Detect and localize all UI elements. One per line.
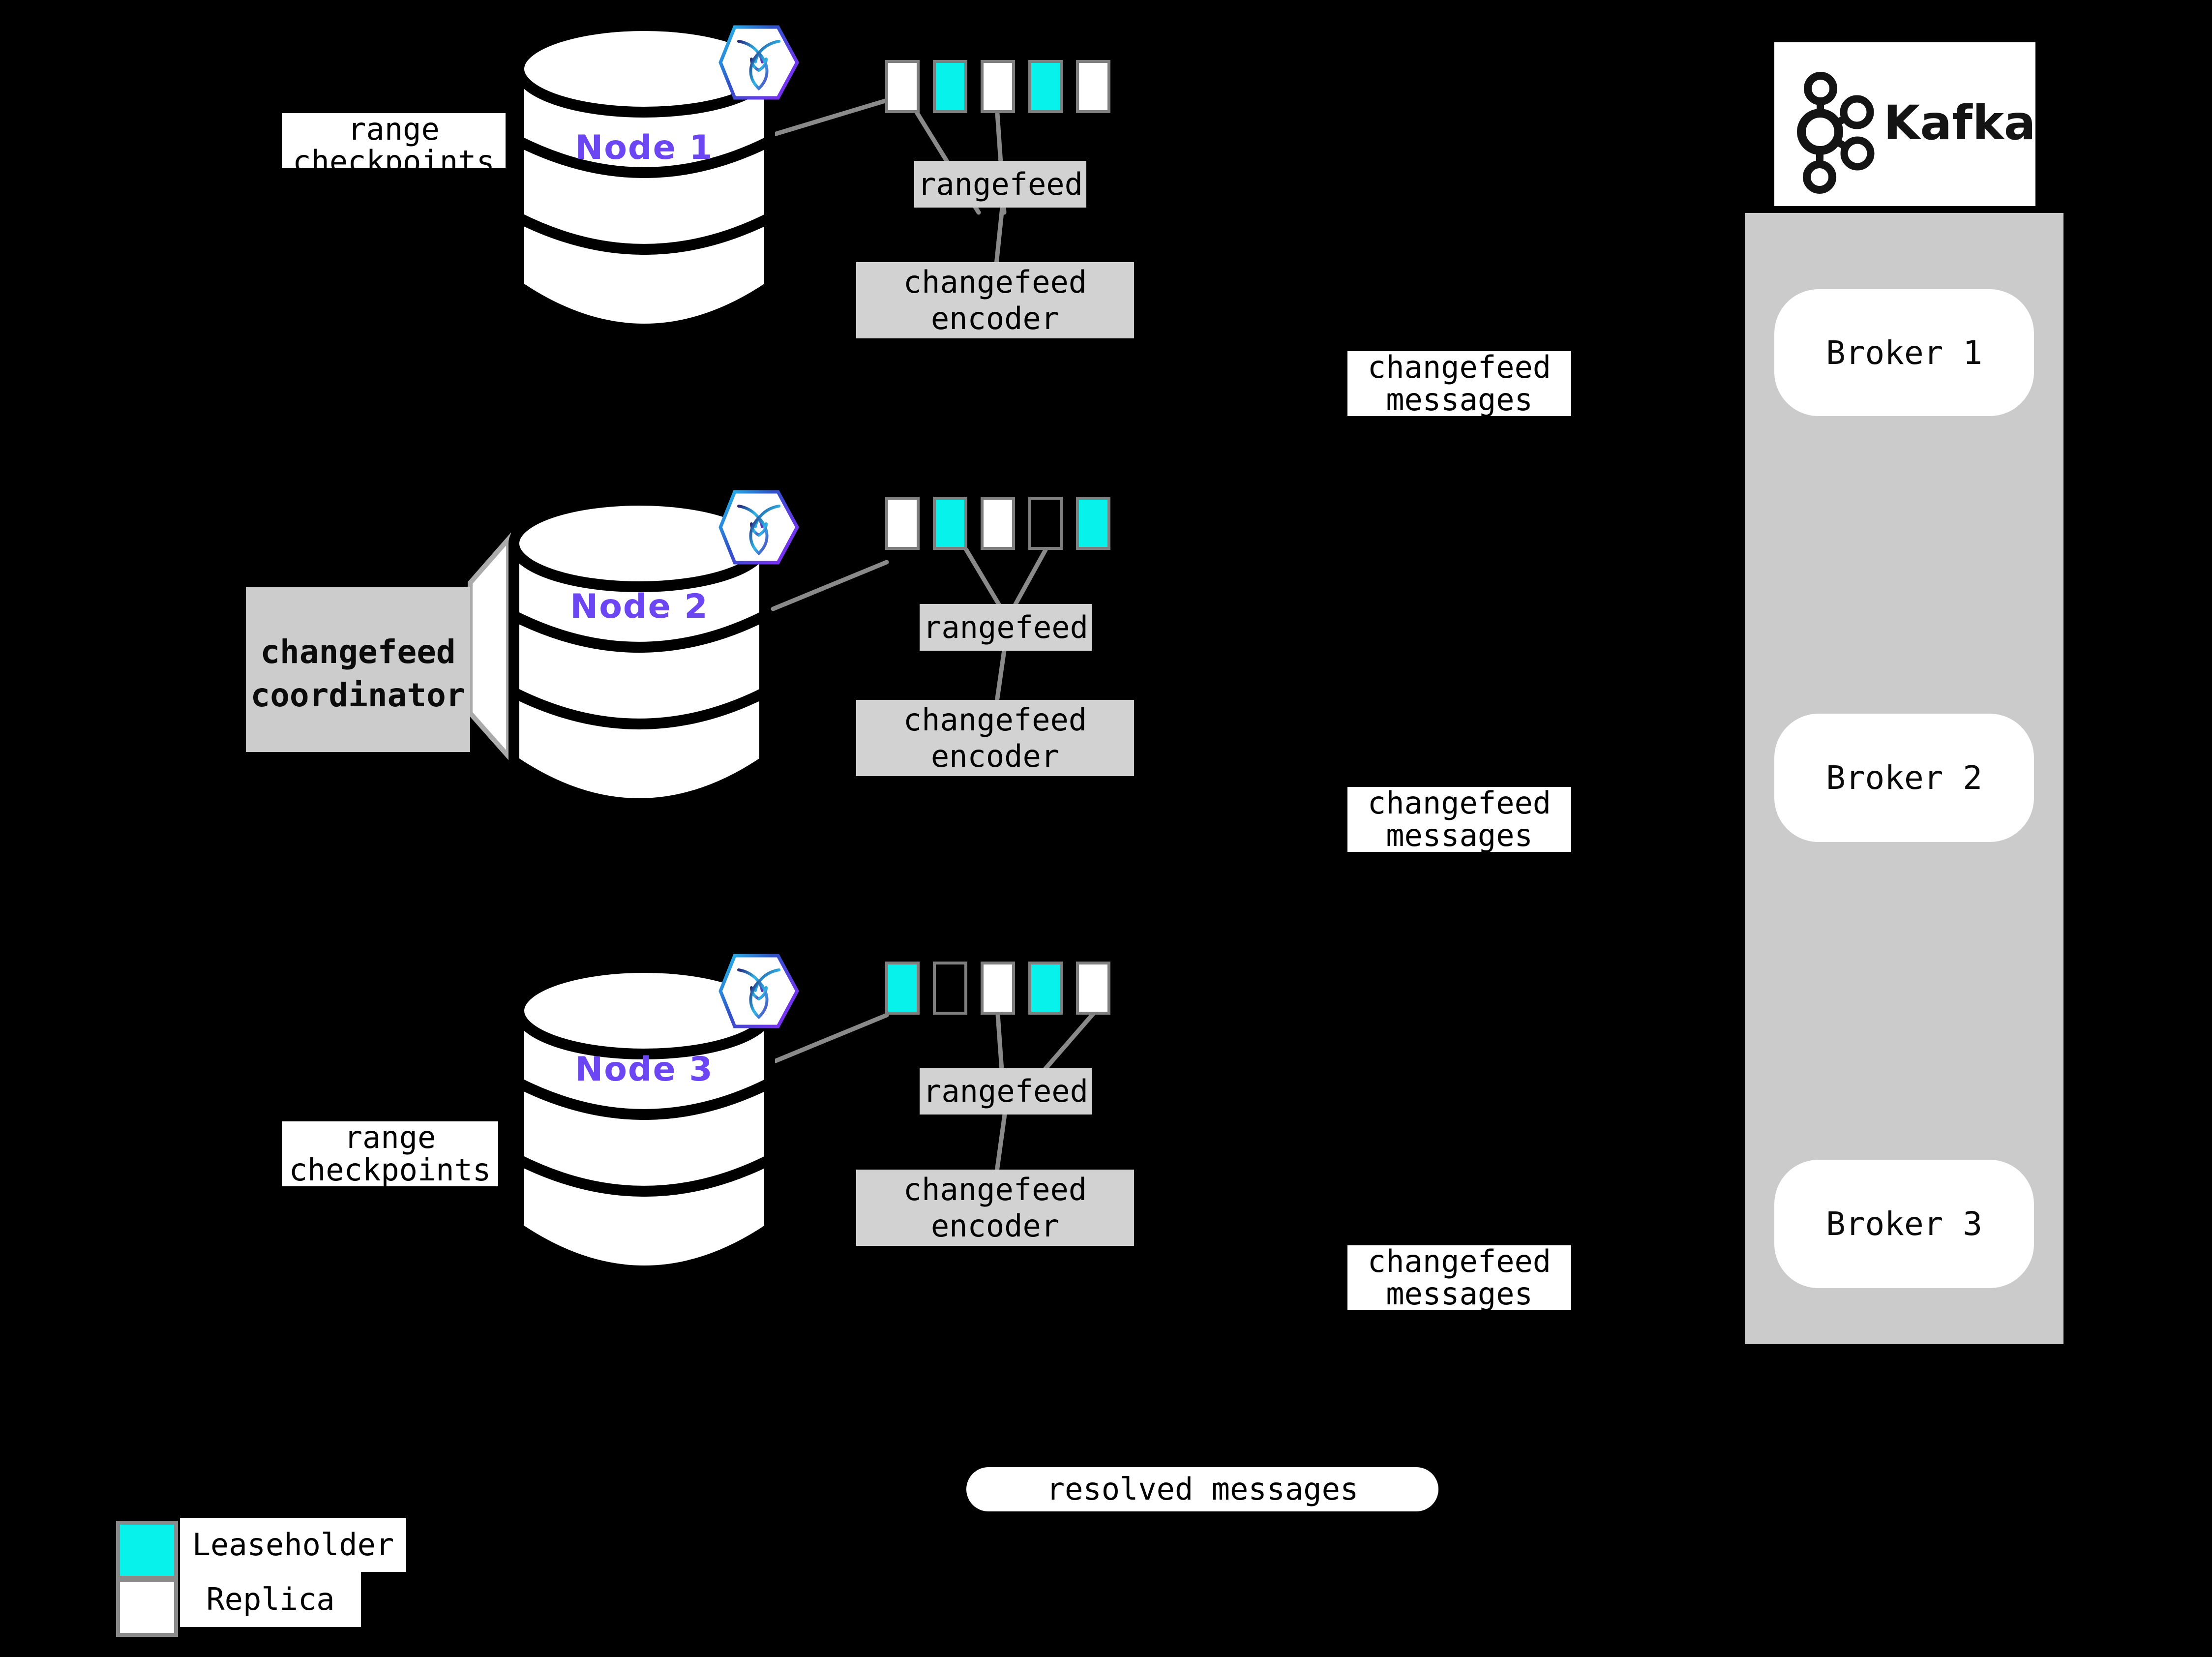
broker-3: Broker 3: [1774, 1160, 2034, 1288]
changefeed-messages-line2: messages: [1386, 1276, 1533, 1310]
broker-1: Broker 1: [1774, 289, 2034, 416]
range-cell: [1028, 962, 1063, 1015]
node-2-label: Node 2: [507, 587, 772, 626]
encoder-line1: changefeed: [903, 1172, 1087, 1207]
broker-1-label: Broker 1: [1826, 333, 1982, 372]
range-cell: [1028, 60, 1063, 113]
range-cell: [1076, 962, 1110, 1015]
rangefeed-box-2: rangefeed: [920, 604, 1092, 651]
range-checkpoints-line2: checkpoints: [293, 144, 495, 169]
cockroachdb-icon: [718, 490, 799, 565]
node-1-label: Node 1: [511, 128, 777, 167]
broker-3-label: Broker 3: [1826, 1205, 1982, 1243]
range-cell: [933, 962, 967, 1015]
range-cell: [933, 497, 967, 550]
rangefeed-label: rangefeed: [923, 1073, 1088, 1109]
node-3-label: Node 3: [511, 1050, 777, 1089]
range-cell: [1076, 497, 1110, 550]
kafka-icon: [1797, 72, 1875, 194]
changefeed-encoder-box-1: changefeed encoder: [856, 262, 1134, 338]
legend-leaseholder-label: Leaseholder: [192, 1527, 394, 1563]
changefeed-messages-line1: changefeed: [1367, 787, 1552, 821]
range-checkpoints-label-top: range checkpoints: [282, 113, 506, 168]
rangefeed-label: rangefeed: [923, 609, 1088, 645]
node-3-cylinder: [513, 962, 775, 1276]
encoder-line1: changefeed: [903, 702, 1087, 738]
changefeed-messages-label-1: changefeed messages: [1347, 351, 1571, 416]
range-checkpoints-line2: checkpoints: [289, 1152, 491, 1186]
range-cell: [885, 962, 920, 1015]
changefeed-messages-line2: messages: [1386, 817, 1533, 852]
changefeed-messages-line2: messages: [1386, 382, 1533, 416]
encoder-line2: encoder: [930, 738, 1060, 774]
changefeed-messages-label-3: changefeed messages: [1347, 1245, 1571, 1310]
changefeed-messages-line1: changefeed: [1367, 351, 1552, 385]
range-cell: [981, 962, 1015, 1015]
legend-replica-label: Replica: [206, 1581, 335, 1617]
range-checkpoints-line1: range: [348, 113, 440, 147]
coordinator-line1: changefeed: [260, 633, 456, 671]
cockroachdb-icon: [718, 25, 799, 100]
node-2-cylinder: [508, 495, 770, 809]
range-cell: [981, 497, 1015, 550]
legend-leaseholder-label-box: Leaseholder: [180, 1518, 406, 1572]
changefeed-coordinator-box: changefeed coordinator: [246, 587, 470, 752]
legend-leaseholder-swatch: [116, 1521, 178, 1580]
rangefeed-box-3: rangefeed: [920, 1068, 1092, 1115]
node-3-label-text: Node 3: [575, 1050, 714, 1089]
range-cell: [885, 60, 920, 113]
arrowhead-icon: [2057, 333, 2074, 350]
node-1-cylinder: [513, 20, 775, 334]
range-cell: [1028, 497, 1063, 550]
broker-2-label: Broker 2: [1826, 759, 1982, 797]
changefeed-encoder-box-2: changefeed encoder: [856, 700, 1134, 776]
broker-2: Broker 2: [1774, 714, 2034, 842]
rangefeed-label: rangefeed: [918, 166, 1083, 202]
range-checkpoints-label-bottom: range checkpoints: [282, 1121, 498, 1186]
encoder-line2: encoder: [930, 301, 1060, 336]
rangefeed-box-1: rangefeed: [914, 161, 1086, 208]
legend-replica-label-box: Replica: [180, 1572, 361, 1627]
encoder-line2: encoder: [930, 1208, 1060, 1244]
resolved-messages-pill: resolved messages: [966, 1467, 1438, 1511]
changefeed-messages-label-2: changefeed messages: [1347, 787, 1571, 852]
kafka-logo-box: Kafka: [1774, 42, 2036, 206]
node-2-label-text: Node 2: [570, 587, 709, 626]
range-checkpoints-line1: range: [344, 1121, 436, 1155]
range-cell: [933, 60, 967, 113]
gray-connectors: [771, 98, 1096, 1174]
range-cell: [1076, 60, 1110, 113]
range-cell: [981, 60, 1015, 113]
legend-replica-swatch: [116, 1578, 178, 1637]
coordinator-flap: [468, 532, 511, 763]
changefeed-messages-line1: changefeed: [1367, 1245, 1552, 1279]
range-cell: [885, 497, 920, 550]
cockroachdb-icon: [718, 954, 799, 1028]
kafka-brand: Kafka: [1883, 95, 2036, 151]
coordinator-line2: coordinator: [250, 676, 466, 714]
encoder-line1: changefeed: [903, 264, 1087, 300]
changefeed-encoder-box-3: changefeed encoder: [856, 1170, 1134, 1246]
node-1-label-text: Node 1: [575, 128, 714, 167]
resolved-messages-label: resolved messages: [1046, 1471, 1359, 1507]
